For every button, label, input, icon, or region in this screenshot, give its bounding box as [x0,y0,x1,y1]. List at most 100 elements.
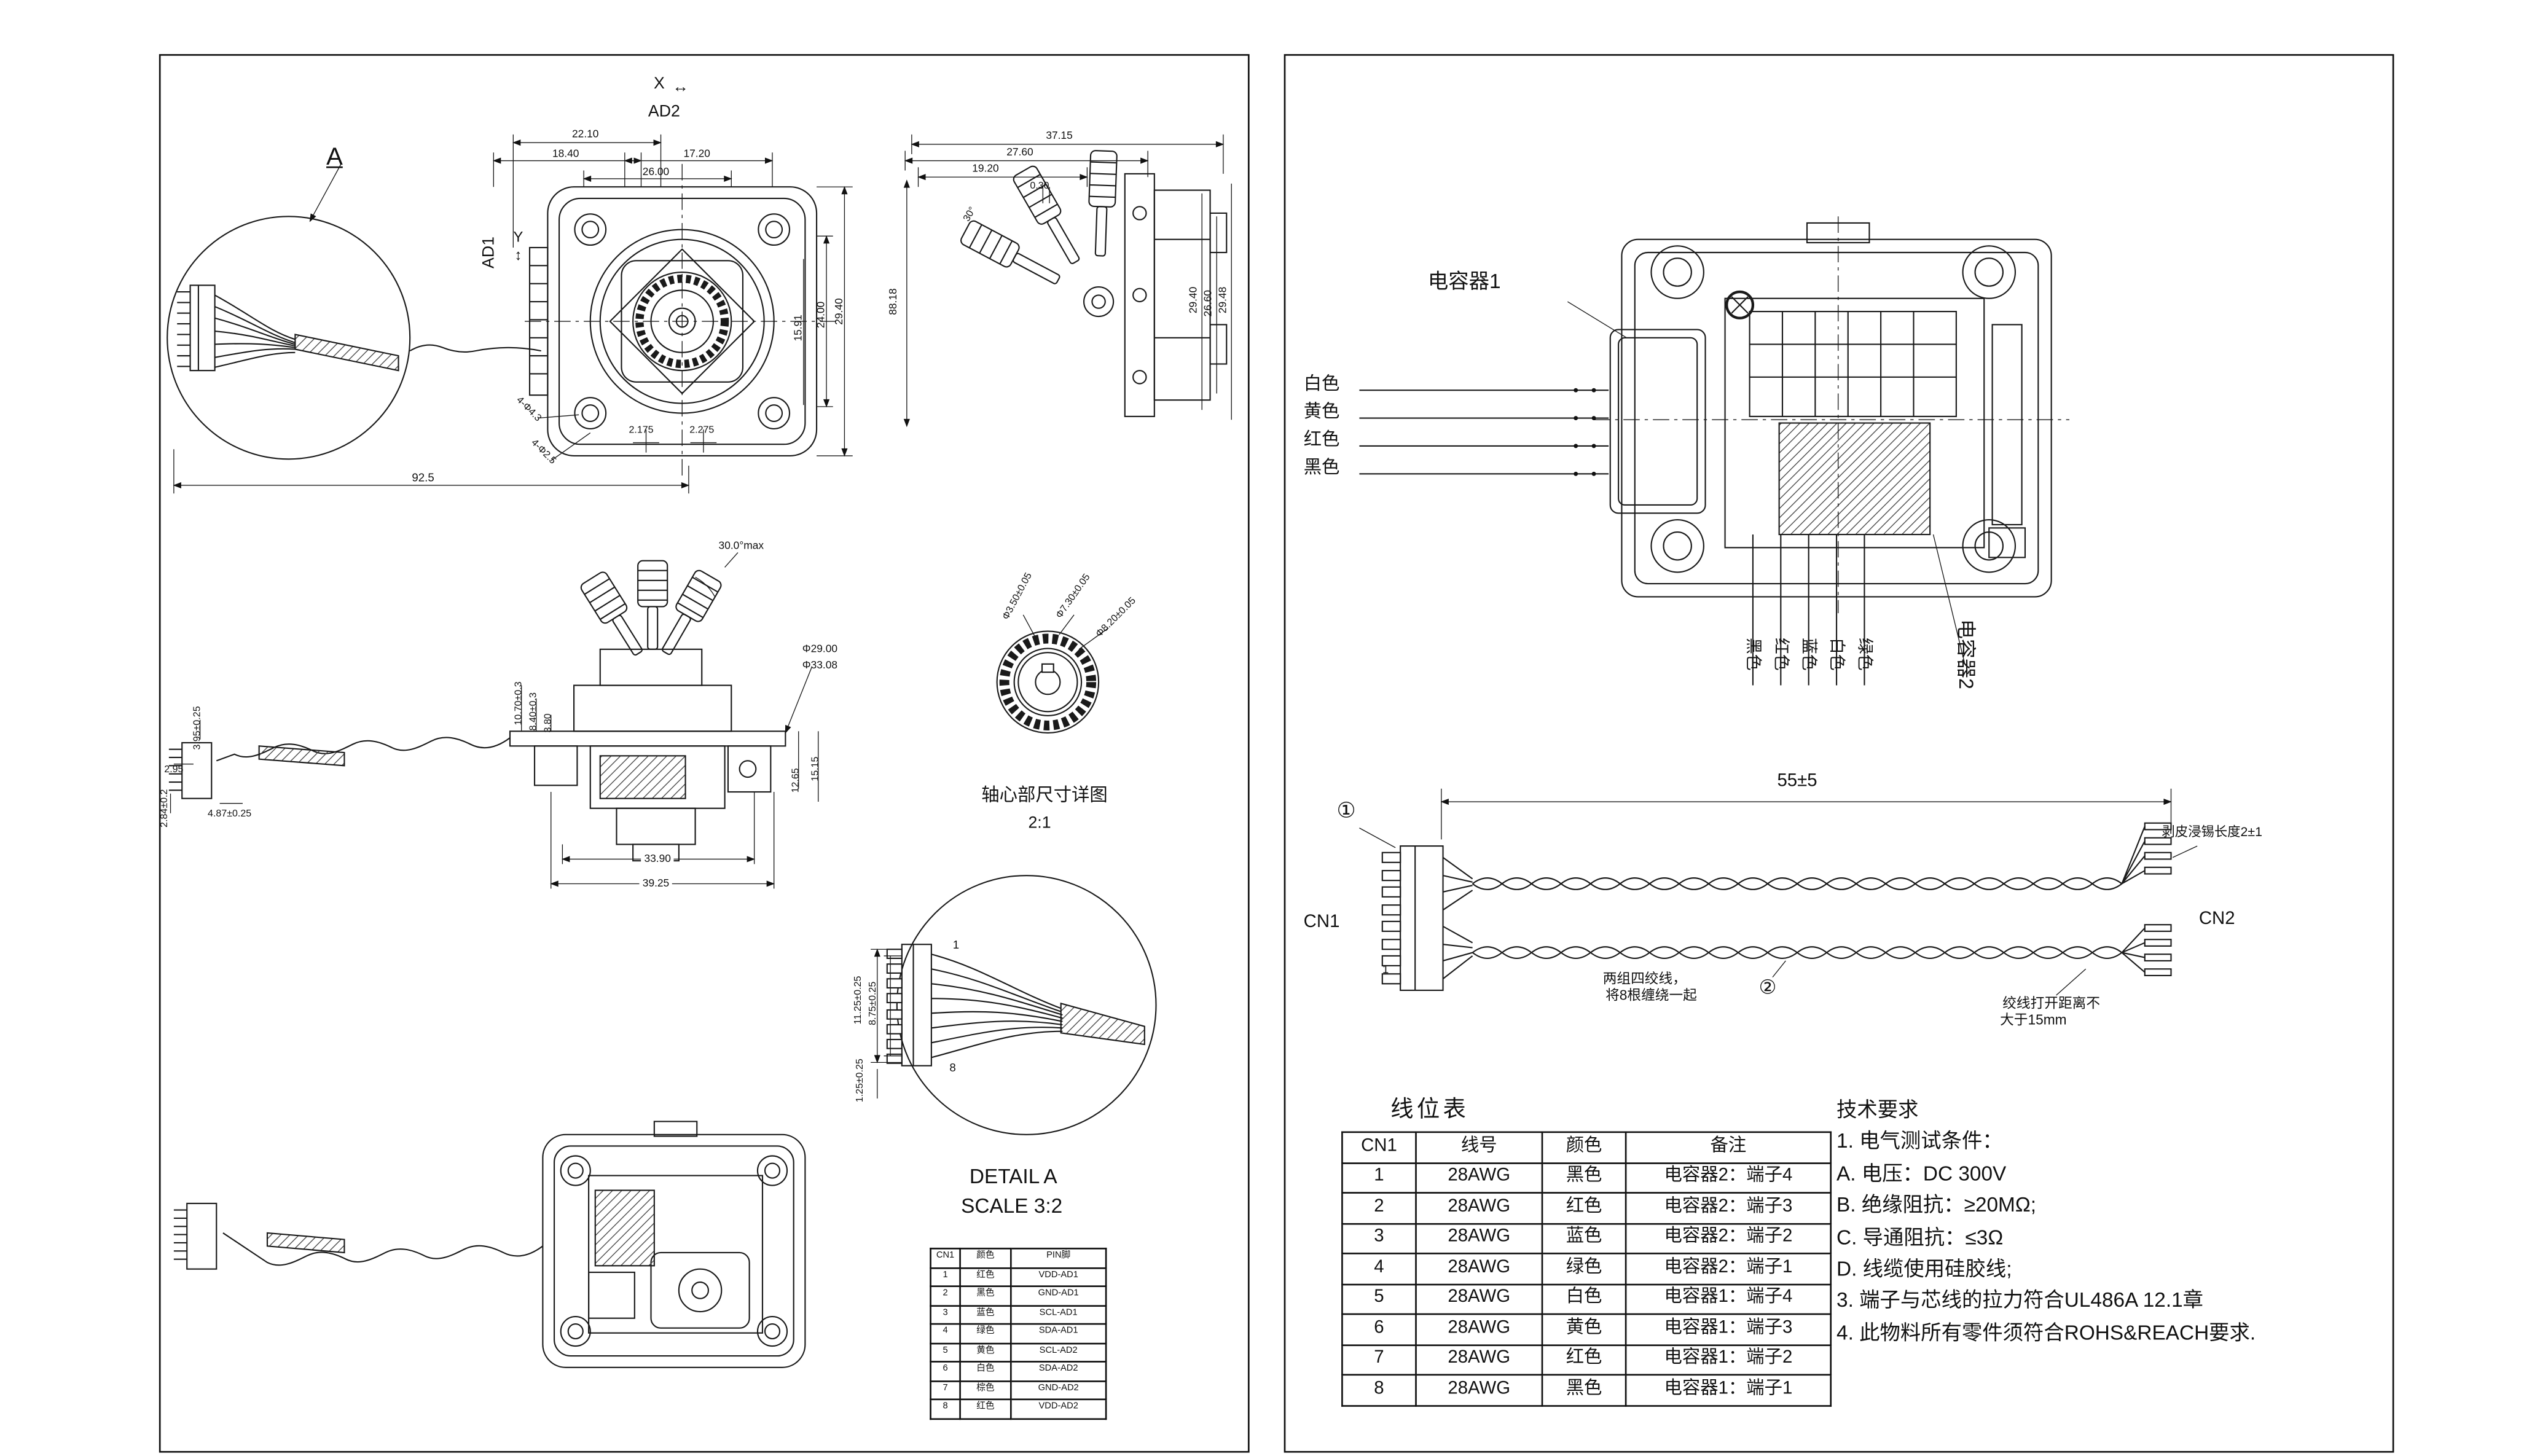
knurl-detail [996,614,1109,734]
table-cell: 28AWG [1415,1344,1543,1376]
front-view [173,134,853,494]
table-cell: 电容器2：端子2 [1625,1222,1832,1254]
table-cell: 棕色 [959,1379,1012,1401]
table-cell: 绿色 [959,1323,1012,1344]
table-cell: 电容器2：端子1 [1625,1252,1832,1285]
table-cell: VDD-AD2 [1009,1398,1107,1419]
table-cell: 蓝色 [959,1304,1012,1325]
table-cell: 28AWG [1415,1252,1543,1285]
table-cell: 8 [1341,1374,1417,1406]
table-cell: 1 [930,1266,961,1287]
text-line: B. 绝缘阻抗：≥20MΩ; [1836,1194,2037,1217]
table-cell: 4 [1341,1252,1417,1285]
column-header: PIN脚 [1009,1248,1107,1269]
left-sheet [159,54,1250,1453]
column-header: 颜色 [959,1248,1012,1269]
text-line: D. 线缆使用硅胶线; [1836,1258,2012,1281]
text-line: A. 电压：DC 300V [1836,1162,2007,1186]
table-cell: 电容器1：端子4 [1625,1283,1832,1315]
detail-circle-a [167,163,541,460]
assembly-view [1359,216,2070,686]
table-cell: 红色 [1541,1192,1627,1224]
table-cell: 电容器1：端子3 [1625,1313,1832,1345]
table-cell: 28AWG [1415,1313,1543,1345]
table-cell: 电容器2：端子4 [1625,1161,1832,1194]
table-cell: SDA-AD2 [1009,1361,1107,1382]
table-cell: SCL-AD2 [1009,1342,1107,1363]
cable-assembly [1359,788,2198,996]
table-cell: 5 [1341,1283,1417,1315]
table-cell: 黑色 [959,1285,1012,1306]
mid-side-view [168,552,819,889]
table-cell: 6 [930,1361,961,1382]
table-cell: 红色 [959,1398,1012,1419]
table-cell: GND-AD2 [1009,1379,1107,1401]
table-cell: 红色 [1541,1344,1627,1376]
table-cell: 28AWG [1415,1192,1543,1224]
column-header: 备注 [1625,1131,1832,1164]
table-cell: 28AWG [1415,1374,1543,1406]
table-cell: 电容器1：端子1 [1625,1374,1832,1406]
table-cell: SCL-AD1 [1009,1304,1107,1325]
table-cell: 白色 [959,1361,1012,1382]
detail-a-view [871,875,1157,1135]
table-cell: VDD-AD1 [1009,1266,1107,1287]
side-view [903,134,1232,428]
table-cell: 7 [930,1379,961,1401]
table-cell: 3 [1341,1222,1417,1254]
table-cell: 绿色 [1541,1252,1627,1285]
table-cell: 8 [930,1398,961,1419]
table-cell: 4 [930,1323,961,1344]
text-line: 技术要求 [1836,1098,1919,1122]
table-cell: 6 [1341,1313,1417,1345]
table-cell: 红色 [959,1266,1012,1287]
table-cell: 1 [1341,1161,1417,1194]
table-cell: 黄色 [959,1342,1012,1363]
table-cell: 3 [930,1304,961,1325]
table-cell: 7 [1341,1344,1417,1376]
right-sheet-drawing [1359,216,2198,996]
left-sheet-drawing [167,134,1232,1368]
wire-table-title: 线位表 [1390,1095,1470,1122]
table-cell: 白色 [1541,1283,1627,1315]
text-line: 1. 电气测试条件： [1836,1130,2003,1154]
table-cell: 电容器1：端子2 [1625,1344,1832,1376]
text-line: 3. 端子与芯线的拉力符合UL486A 12.1章 [1836,1289,2204,1313]
text-line: C. 导通阻抗：≤3Ω [1836,1226,2004,1249]
table-cell: SDA-AD1 [1009,1323,1107,1344]
table-cell: 5 [930,1342,961,1363]
table-cell: 28AWG [1415,1222,1543,1254]
table-cell: 2 [1341,1192,1417,1224]
table-cell: 黑色 [1541,1161,1627,1194]
table-cell: 黑色 [1541,1374,1627,1406]
table-cell: GND-AD1 [1009,1285,1107,1306]
table-cell: 蓝色 [1541,1222,1627,1254]
table-cell: 电容器2：端子3 [1625,1192,1832,1224]
table-cell: 28AWG [1415,1161,1543,1194]
column-header: 线号 [1415,1131,1543,1164]
column-header: CN1 [1341,1131,1417,1164]
text-line: 4. 此物料所有零件须符合ROHS&REACH要求. [1836,1321,2256,1344]
table-cell: 28AWG [1415,1283,1543,1315]
technical-requirements: 技术要求 1. 电气测试条件： A. 电压：DC 300V B. 绝缘阻抗：≥20MΩ… [1836,1095,2256,1350]
column-header: CN1 [930,1248,961,1269]
